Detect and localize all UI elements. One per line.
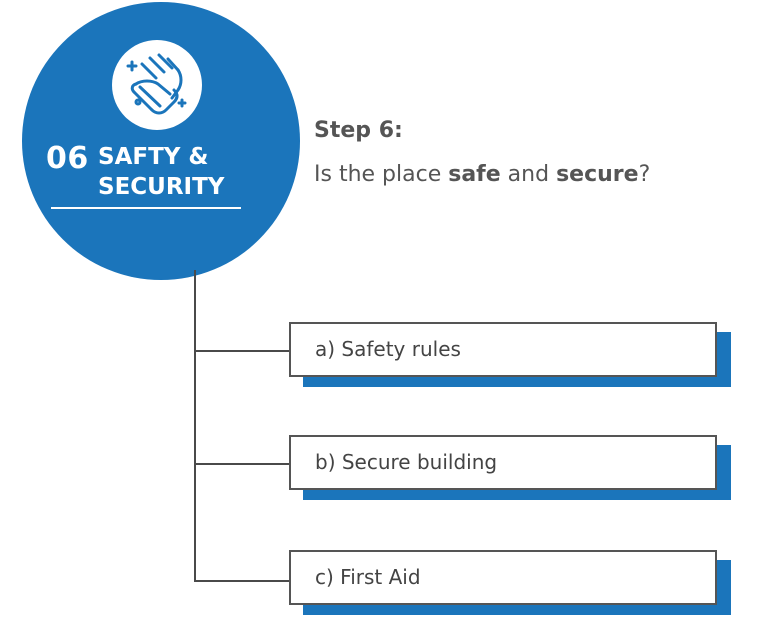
- question-prefix: Is the place: [314, 162, 449, 187]
- card-box: [289, 435, 717, 490]
- hands-washing-icon: [126, 53, 187, 115]
- list-item: a) Safety rules: [289, 322, 731, 387]
- question-suffix: ?: [638, 162, 651, 187]
- item-label: a) Safety rules: [315, 337, 461, 361]
- question-bold-safe: safe: [448, 162, 501, 187]
- tree-branch-a: [194, 350, 290, 352]
- step-title-line1: SAFTY &: [98, 144, 209, 170]
- card-box: [289, 322, 717, 377]
- step-title-line2: SECURITY: [98, 174, 225, 200]
- question-bold-secure: secure: [556, 162, 639, 187]
- step-label: Step 6:: [314, 118, 403, 143]
- step-title: SAFTY & SECURITY: [98, 142, 224, 202]
- item-label: b) Secure building: [315, 450, 498, 474]
- step-number: 06: [46, 141, 89, 176]
- card-box: [289, 550, 717, 605]
- list-item: c) First Aid: [289, 550, 731, 615]
- list-item: b) Secure building: [289, 435, 731, 500]
- tree-branch-b: [194, 463, 290, 465]
- question: Is the place safe and secure?: [314, 160, 650, 190]
- icon-disc: [112, 40, 202, 130]
- tree-trunk: [194, 270, 196, 582]
- title-underline: [51, 207, 241, 209]
- question-mid: and: [500, 162, 557, 187]
- item-label: c) First Aid: [315, 565, 421, 589]
- tree-branch-c: [194, 580, 290, 582]
